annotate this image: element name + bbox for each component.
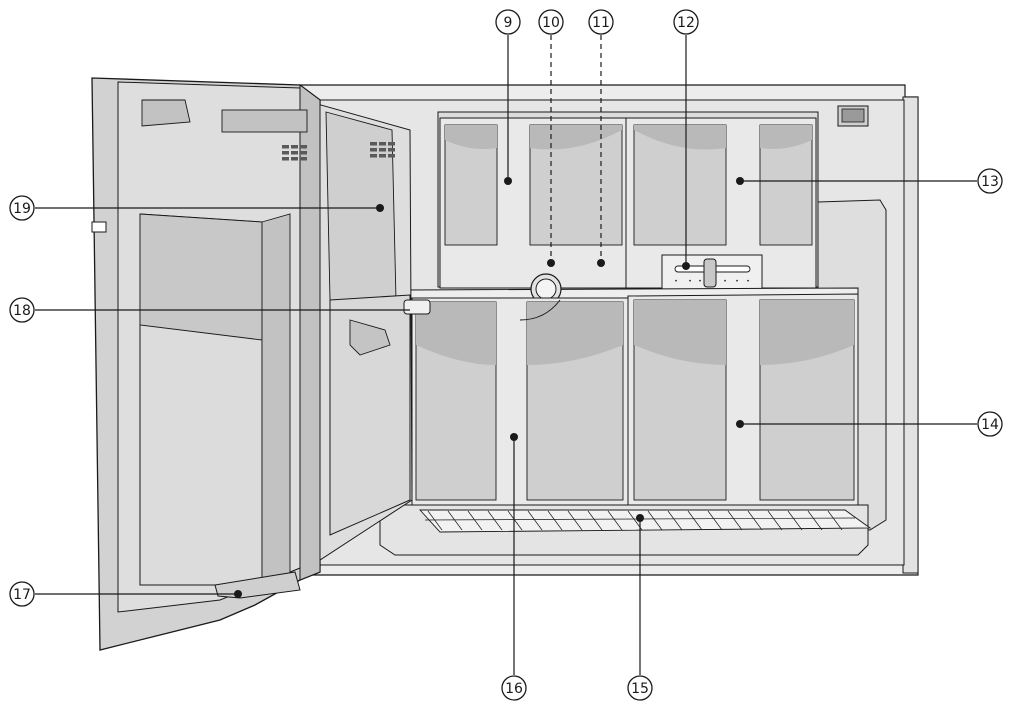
callout-circle — [495, 9, 521, 35]
callout-label: 12 — [677, 15, 695, 31]
tray-rib — [807, 510, 823, 531]
vent-slot — [370, 154, 377, 158]
callout-dot — [636, 514, 644, 522]
tray-rib — [827, 510, 843, 531]
callout-13: 13 — [736, 168, 1003, 194]
callout-dot — [547, 259, 555, 267]
callout-label: 13 — [981, 174, 999, 190]
callout-label: 16 — [505, 681, 523, 697]
callout-9: 9 — [495, 9, 521, 185]
tray-rib — [727, 510, 743, 531]
callout-dot — [597, 259, 605, 267]
vent-slot — [282, 157, 289, 161]
vent-slot — [291, 151, 298, 155]
tray-rib — [707, 510, 723, 531]
callout-dot — [510, 433, 518, 441]
slider-tick: • — [736, 279, 738, 285]
tray-rib — [527, 510, 543, 531]
callout-circle — [501, 675, 527, 701]
vent-slot — [282, 151, 289, 155]
callout-label: 14 — [981, 417, 999, 433]
callout-label: 19 — [13, 201, 31, 217]
callout-dot — [504, 177, 512, 185]
vent-slot — [379, 148, 386, 152]
tray-rib — [647, 510, 663, 531]
callout-layer: 9 10 11 12 13 14 15 16 17 18 19 — [9, 9, 1003, 701]
tray-rib — [787, 510, 803, 531]
slider-tick: • — [724, 279, 726, 285]
slider-knob[interactable] — [703, 258, 717, 288]
vent-slot — [282, 145, 289, 149]
callout-circle — [9, 297, 35, 323]
vent-slot — [300, 151, 307, 155]
slider-tick: • — [747, 279, 749, 285]
tray-rib — [747, 510, 763, 531]
callout-dot — [234, 590, 242, 598]
callout-dot — [376, 204, 384, 212]
callout-label: 9 — [504, 15, 513, 31]
tray-rib — [587, 510, 603, 531]
vent-slot — [388, 148, 395, 152]
callout-circle — [977, 411, 1003, 437]
callout-circle — [9, 195, 35, 221]
tray-rib — [487, 510, 503, 531]
door-vents — [282, 142, 395, 161]
vent-slot — [291, 145, 298, 149]
callout-dot — [682, 262, 690, 270]
tray-rib — [447, 510, 463, 531]
callout-label: 10 — [542, 15, 560, 31]
callout-dot — [736, 420, 744, 428]
callout-label: 18 — [13, 303, 31, 319]
callout-label: 17 — [13, 587, 31, 603]
vent-slot — [379, 142, 386, 146]
callout-circle — [977, 168, 1003, 194]
callout-circle — [588, 9, 614, 35]
tray-rib — [607, 510, 623, 531]
callout-19: 19 — [9, 195, 384, 221]
slider-tick: • — [675, 279, 677, 285]
tray-rib — [427, 510, 443, 531]
vent-slot — [388, 154, 395, 158]
callout-15: 15 — [627, 514, 653, 701]
callout-circle — [627, 675, 653, 701]
humidity-slider[interactable]: • • • • • • — [661, 254, 763, 290]
slider-ticks: • • • • • • — [675, 279, 749, 285]
vent-slot — [291, 157, 298, 161]
door-latch[interactable] — [403, 299, 431, 315]
tray-rib — [507, 510, 523, 531]
vent-slot — [388, 142, 395, 146]
callout-17: 17 — [9, 581, 242, 607]
callout-12: 12 — [673, 9, 699, 270]
tray-rib — [567, 510, 583, 531]
lower-drawer-right — [627, 293, 859, 506]
slider-tick: • — [699, 279, 701, 285]
vent-slot — [300, 145, 307, 149]
callout-11: 11 — [588, 9, 614, 267]
tray-rib — [767, 510, 783, 531]
upper-drawer-left — [439, 117, 627, 289]
callout-label: 11 — [592, 15, 610, 31]
callout-16: 16 — [501, 433, 527, 701]
vent-slot — [300, 157, 307, 161]
callout-dot — [736, 177, 744, 185]
vent-slot — [370, 142, 377, 146]
callout-10: 10 — [538, 9, 564, 267]
callout-circle — [538, 9, 564, 35]
refrigerator-door[interactable] — [91, 77, 431, 651]
tray-rib — [547, 510, 563, 531]
callout-circle — [673, 9, 699, 35]
callout-18: 18 — [9, 297, 410, 323]
callout-label: 15 — [631, 681, 649, 697]
bottom-tray — [379, 504, 872, 556]
vent-slot — [370, 148, 377, 152]
callout-14: 14 — [736, 411, 1003, 437]
tray-rib — [667, 510, 683, 531]
tray-rib — [687, 510, 703, 531]
slider-tick: • — [689, 279, 691, 285]
lower-drawer-left — [411, 297, 629, 506]
tray-rib — [467, 510, 483, 531]
vent-slot — [379, 154, 386, 158]
callout-circle — [9, 581, 35, 607]
